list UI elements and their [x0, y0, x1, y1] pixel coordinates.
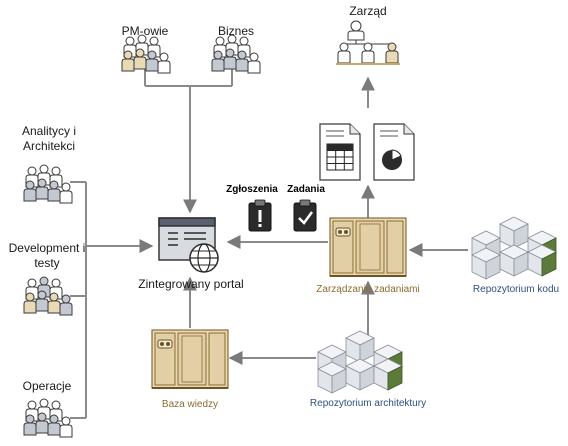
baza-wiedzy-server-icon	[151, 329, 229, 389]
repo-kodu-label: Repozytorium kodu	[473, 284, 559, 295]
org-chart-icon	[336, 20, 400, 65]
pm-label: PM-owie	[122, 24, 169, 38]
zgloszenia-label: Zgłoszenia	[226, 184, 278, 195]
portal-label: Zintegrowany portal	[138, 277, 243, 291]
operacje-label: Operacje	[23, 379, 72, 393]
repo-kodu-cubes-icon	[471, 216, 557, 280]
zarzad-label: Zarząd	[349, 4, 386, 18]
development-label-line1: Development i	[9, 241, 86, 255]
development-people-icon	[24, 277, 72, 315]
zarzadzanie-label: Zarządzanie zadaniami	[316, 284, 419, 295]
analitycy-label-line1: Analitycy i	[22, 124, 76, 138]
zarzadzanie-server-icon	[329, 217, 407, 277]
clipboard-alert-icon	[248, 199, 272, 232]
repo-arch-cubes-icon	[317, 330, 403, 394]
portal-window-icon	[158, 217, 216, 261]
clipboard-check-icon	[293, 199, 317, 232]
baza-wiedzy-label: Baza wiedzy	[162, 399, 218, 410]
analitycy-people-icon	[24, 165, 72, 203]
globe-icon	[189, 243, 219, 273]
biznes-people-icon	[212, 35, 260, 73]
repo-arch-label: Repozytorium architektury	[310, 398, 426, 409]
operacje-people-icon	[24, 399, 72, 437]
spreadsheet-document-icon	[319, 123, 361, 181]
pie-chart-document-icon	[373, 123, 415, 181]
zadania-label: Zadania	[287, 184, 325, 195]
development-label-line2: testy	[34, 256, 59, 270]
pm-people-icon	[122, 35, 170, 73]
biznes-label: Biznes	[218, 24, 254, 38]
analitycy-label-line2: Architekci	[23, 139, 75, 153]
